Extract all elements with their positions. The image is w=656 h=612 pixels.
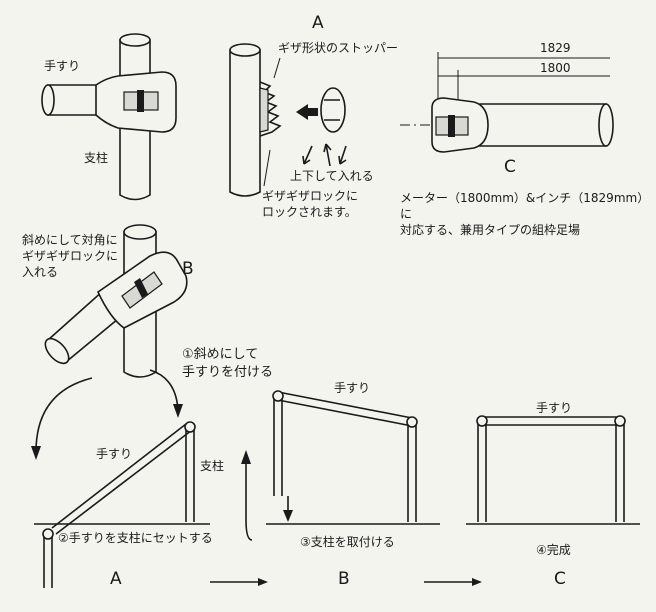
joint-b-left: [272, 390, 284, 402]
diag-clamp-pin: [134, 278, 148, 298]
joint-c-left: [476, 415, 488, 427]
label-step-2: ②手すりを支柱にセットする: [58, 531, 213, 545]
handrail-c: [482, 416, 620, 426]
diagonal-insert-illustration: [44, 224, 188, 378]
insert-arrow: [296, 104, 318, 120]
label-handrail-b: 手すり: [334, 381, 371, 395]
label-post-top: 支柱: [84, 151, 109, 165]
label-post-a: 支柱: [200, 459, 225, 473]
progress-arrows: [210, 578, 482, 586]
lock-leader: [263, 149, 271, 187]
dimension-extensions: [437, 52, 459, 100]
dimension-lines: [438, 57, 610, 77]
label-letter-c-bottom: C: [554, 569, 566, 589]
dimension-illustration: [400, 52, 614, 153]
panel-a: [34, 421, 210, 588]
post-c-right: [615, 418, 625, 522]
stopper-illustration: [229, 43, 347, 197]
dim-handrail-pipe: [479, 103, 607, 147]
disc-lines: [324, 99, 340, 121]
label-stopper: ギザ形状のストッパー: [278, 41, 399, 55]
label-dim-1829: 1829: [540, 41, 571, 55]
curve-arrow-left: [35, 377, 93, 453]
post-top-end: [119, 33, 151, 47]
up-down-arrow-3: [338, 145, 347, 165]
label-handrail-top: 手すり: [44, 59, 81, 73]
up-down-arrow-2: [323, 143, 332, 167]
label-diagonal-note: 斜めにして対角に ギザギザロックに 入れる: [22, 233, 119, 280]
up-curve-arrow-head: [241, 450, 251, 464]
handrail-a: [51, 423, 193, 535]
dim-handrail-end: [598, 103, 614, 147]
post-b-right: [407, 420, 417, 522]
handrail-b: [277, 391, 413, 427]
diag-handrail-end: [44, 337, 70, 365]
up-down-arrow-1: [302, 145, 313, 165]
joint-c-right: [614, 415, 626, 427]
label-dim-1800: 1800: [540, 61, 571, 75]
label-step-3: ③支柱を取付ける: [300, 535, 395, 549]
label-letter-b-mid: B: [182, 259, 194, 279]
label-insert: 上下して入れる: [290, 169, 374, 183]
clamp-disc: [320, 87, 346, 133]
panel-c: [466, 415, 640, 525]
label-step-1: ①斜めにして 手すりを付ける: [182, 347, 274, 380]
clamp-pin: [137, 90, 144, 112]
label-step-4: ④完成: [536, 543, 571, 557]
dim-clamp-pin: [448, 115, 455, 137]
process-arrows: [31, 369, 183, 460]
post-a: [185, 426, 195, 522]
stopper-post-top: [229, 43, 261, 57]
curve-arrow-right-head: [173, 404, 183, 418]
stopper-post: [229, 49, 261, 197]
down-arrow-head: [283, 510, 293, 522]
stopper-leader: [273, 57, 281, 79]
post-b-left: [273, 394, 283, 496]
label-letter-c-top: C: [504, 157, 516, 177]
label-letter-b-bottom: B: [338, 569, 350, 589]
post-a-lower: [43, 534, 53, 588]
diag-post-top: [123, 224, 157, 240]
handrail-pipe: [47, 84, 99, 116]
arrow-a-to-b-head: [258, 578, 268, 586]
joint-a-top: [184, 421, 196, 433]
arrow-b-to-c-head: [472, 578, 482, 586]
up-curve-arrow: [245, 458, 253, 541]
label-letter-a-bottom: A: [110, 569, 122, 589]
curve-arrow-left-head: [31, 446, 41, 460]
label-dimension-caption: メーター（1800mm）&インチ（1829mm）に 対応する、兼用タイプの組枠足…: [400, 191, 650, 238]
label-handrail-a: 手すり: [96, 447, 133, 461]
joint-a-bottom: [42, 528, 54, 540]
label-letter-a-top: A: [312, 13, 324, 33]
stopper-base: [259, 87, 269, 133]
handrail-end: [41, 84, 55, 116]
clamp-on-post-illustration: [41, 33, 177, 201]
label-lock: ギザギザロックに ロックされます。: [262, 189, 359, 220]
post-c-left: [477, 418, 487, 522]
joint-b-right: [406, 416, 418, 428]
label-handrail-c: 手すり: [536, 401, 573, 415]
panel-b: [241, 390, 440, 541]
